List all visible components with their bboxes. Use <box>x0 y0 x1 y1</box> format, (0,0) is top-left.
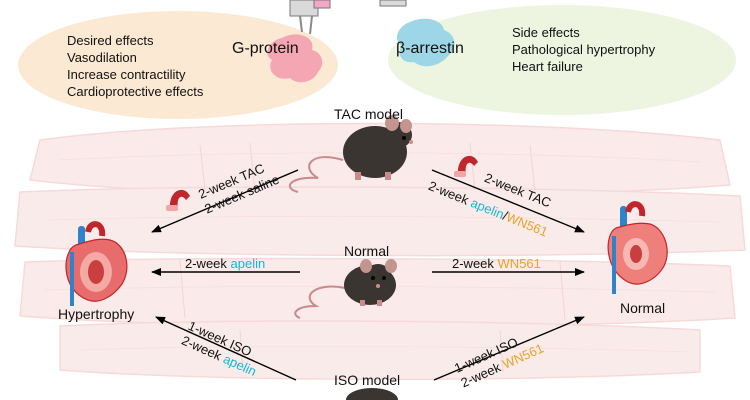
heart-icon-normal <box>607 201 668 294</box>
normal-outcome-label: Normal <box>620 300 666 316</box>
mouse-icon-normal <box>294 259 397 319</box>
g-protein-oval <box>18 11 338 119</box>
tac-model-label: TAC model <box>334 106 403 122</box>
g-protein-icon <box>267 34 323 83</box>
g-protein-effects-list: Desired effects Vasodilation Increase co… <box>67 32 203 100</box>
beta-arrestin-label: β-arrestin <box>396 40 464 57</box>
oval-right-item-heart-failure: Heart failure <box>512 59 583 74</box>
arrow-tac-right <box>431 169 585 233</box>
normal-left-prefix: 2-week <box>185 256 231 271</box>
beta-arrestin-effects-list: Side effects Pathological hypertrophy He… <box>512 24 655 75</box>
oval-left-item-desired: Desired effects <box>67 33 154 48</box>
receptor-icon <box>289 0 407 35</box>
oval-right-item-hypertrophy: Pathological hypertrophy <box>512 42 656 57</box>
normal-left-drug: apelin <box>230 256 266 271</box>
beta-arrestin-oval <box>388 5 736 115</box>
arrows <box>151 169 585 381</box>
normal-left-label: 2-week apelin <box>185 256 265 271</box>
arrow-iso-left <box>155 316 297 381</box>
mouse-icon-iso <box>346 388 398 400</box>
heart-icon-hypertrophy <box>65 221 128 306</box>
normal-model-label: Normal <box>344 243 390 259</box>
aorta-icon-left <box>166 189 190 211</box>
oval-left-item-vasodilation: Vasodilation <box>67 50 137 65</box>
g-protein-label: G-protein <box>232 40 299 57</box>
beta-arrestin-icon <box>396 18 455 67</box>
arrow-iso-right <box>433 316 585 381</box>
oval-left-item-cardioprotective: Cardioprotective effects <box>67 84 204 99</box>
normal-right-prefix: 2-week <box>452 256 498 271</box>
hypertrophy-label: Hypertrophy <box>58 306 135 322</box>
aorta-icon-right <box>454 155 478 177</box>
arrow-tac-left <box>151 169 299 233</box>
oval-right-item-side-effects: Side effects <box>512 25 580 40</box>
normal-right-drug: WN561 <box>497 256 541 271</box>
mouse-icon-tac <box>288 115 413 193</box>
iso-model-label: ISO model <box>334 372 401 388</box>
normal-right-label: 2-week WN561 <box>452 256 541 271</box>
oval-left-item-contractility: Increase contractility <box>67 67 186 82</box>
